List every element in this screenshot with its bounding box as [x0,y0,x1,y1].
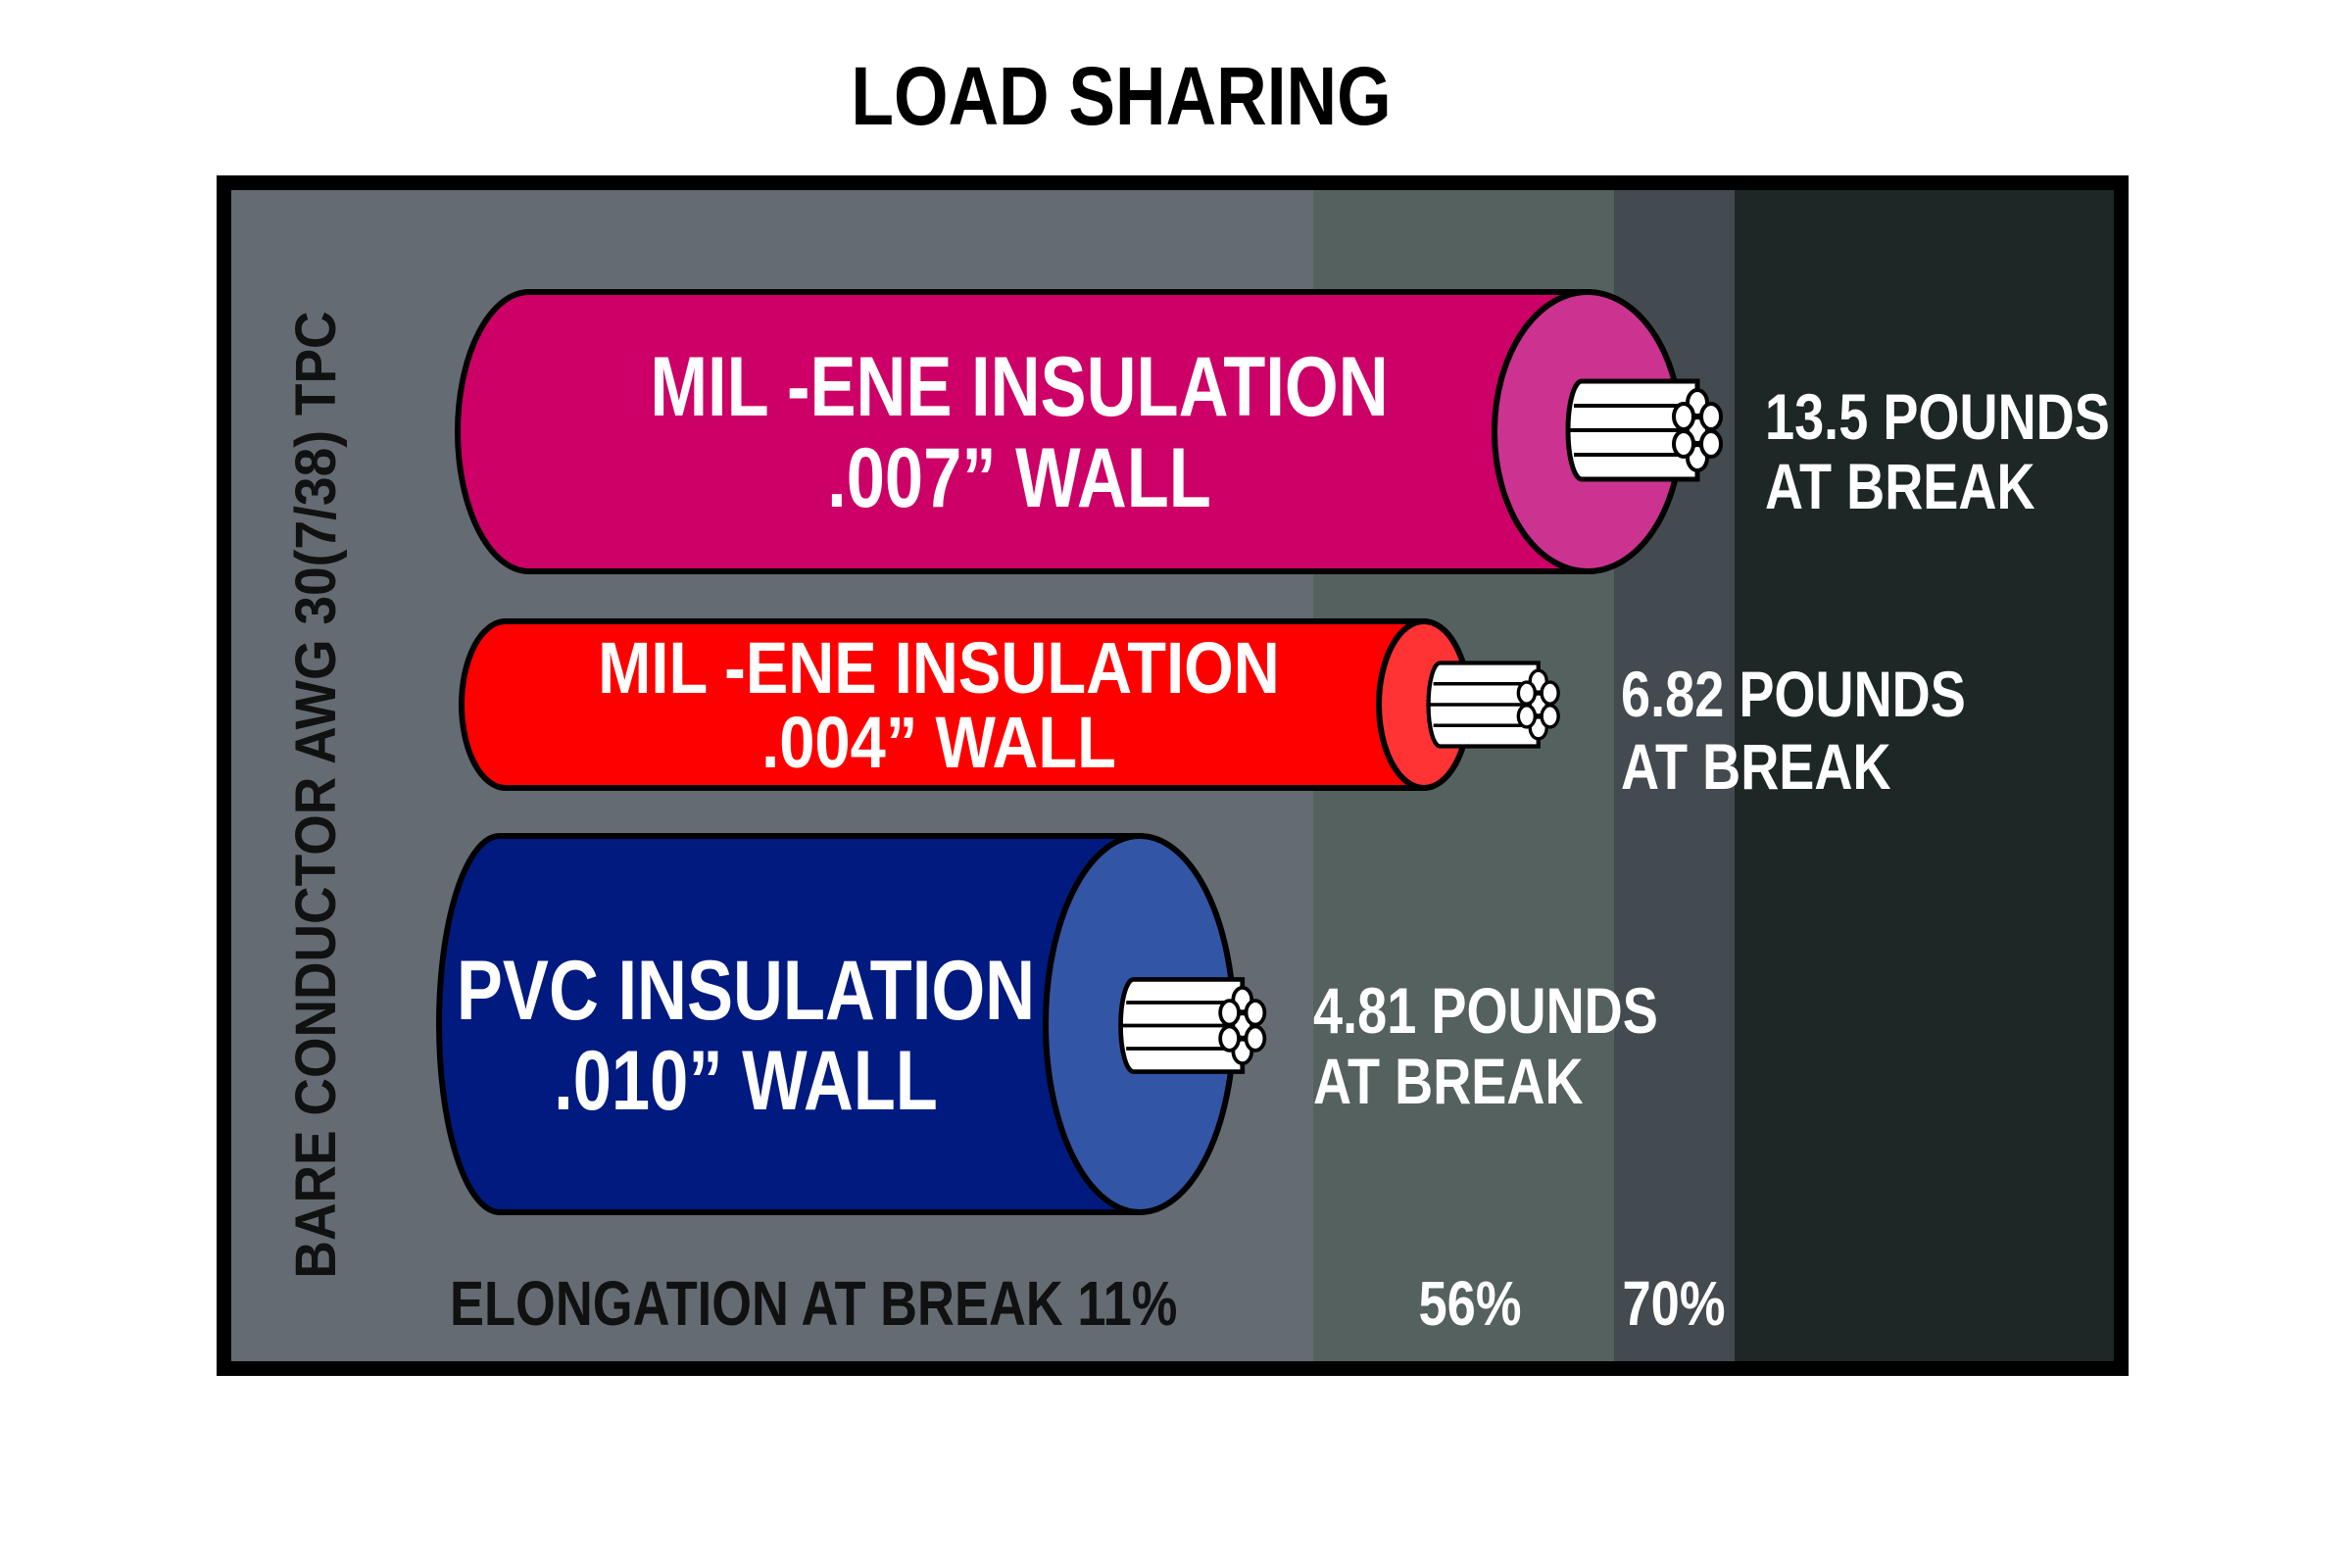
band-dark [1735,190,2114,1361]
elongation-70: 70% [1622,1269,1725,1339]
cable-label-line1: MIL -ENE INSULATION [650,339,1388,433]
conductor-strands-icon [1429,663,1559,747]
load-line1: 6.82 POUNDS [1621,658,1966,730]
elongation-56: 56% [1418,1269,1521,1339]
cable-label-line2: .007” WALL [827,430,1211,524]
cable-label-line1: PVC INSULATION [457,943,1035,1037]
load-line2: AT BREAK [1765,450,2035,522]
cable-body [459,618,1427,791]
page-title: LOAD SHARING [851,49,1391,142]
cable-label-line2: .004” WALL [761,702,1116,783]
cable-mil-ene-004: MIL -ENE INSULATION .004” WALL 6.82 POUN… [459,618,1966,803]
load-line1: 4.81 POUNDS [1313,974,1658,1047]
cable-label-line2: .010” WALL [554,1033,938,1127]
conductor-strands-icon [1121,979,1265,1071]
cable-body [455,289,1591,574]
cable-pvc-010: PVC INSULATION .010” WALL 4.81 POUNDS AT… [436,833,1658,1215]
elongation-label: ELONGATION AT BREAK 11% [450,1269,1177,1339]
load-line2: AT BREAK [1313,1045,1584,1117]
cable-body [436,833,1143,1215]
side-label: BARE CONDUCTOR AWG 30(7/38) TPC [284,311,348,1278]
cable-label-line1: MIL -ENE INSULATION [598,627,1280,709]
cable-mil-ene-007: MIL -ENE INSULATION .007” WALL 13.5 POUN… [455,289,2110,574]
load-line1: 13.5 POUNDS [1765,380,2110,453]
conductor-strands-icon [1568,381,1721,479]
load-line2: AT BREAK [1621,730,1891,803]
